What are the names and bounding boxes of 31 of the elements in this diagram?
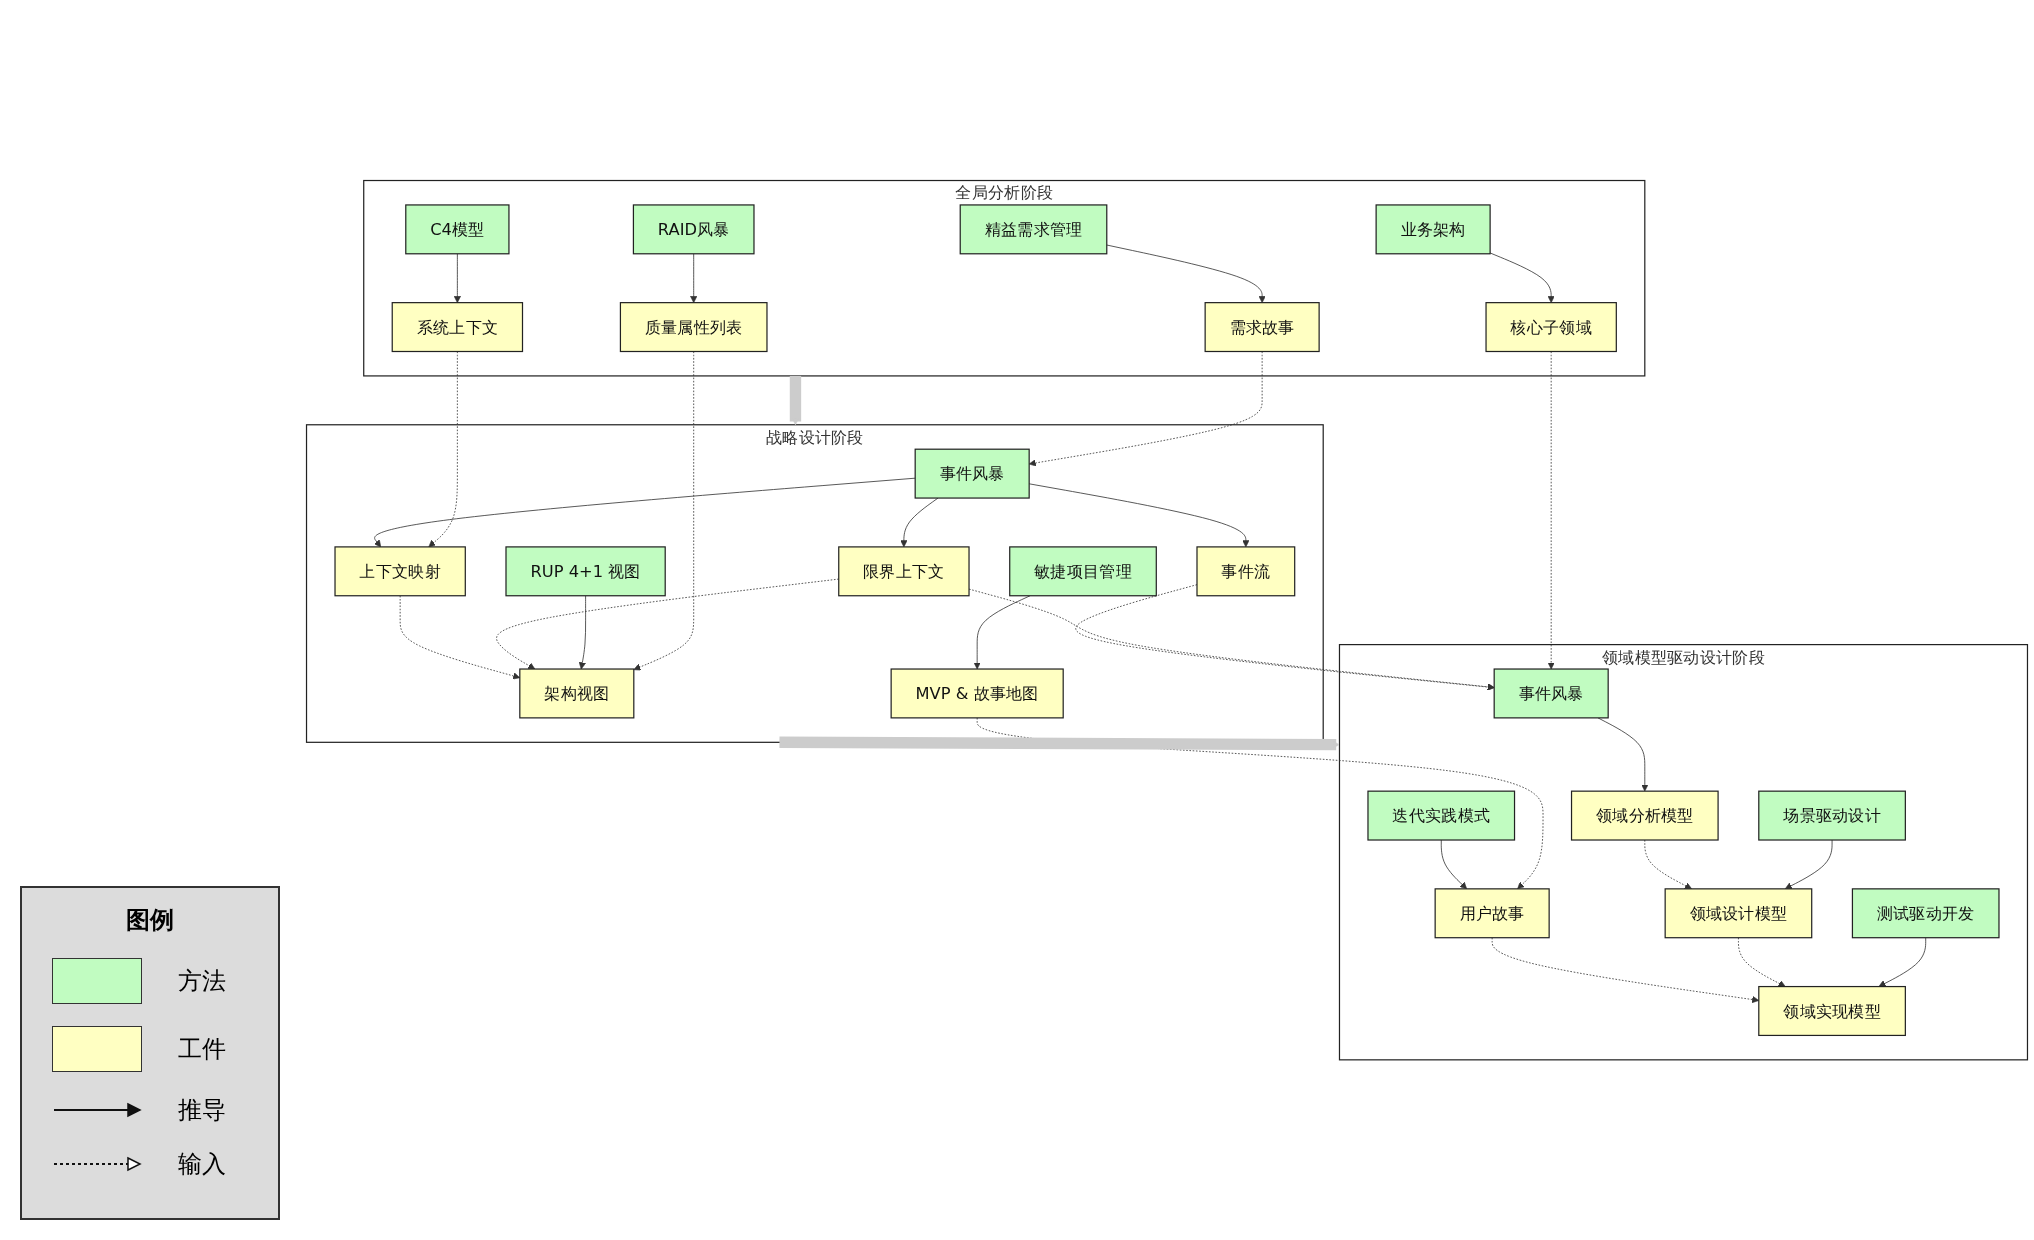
- arrow: [779, 736, 1340, 751]
- node-box: 质量属性列表: [619, 301, 768, 352]
- legend-label: 工件: [178, 1034, 226, 1065]
- node-box: 需求故事: [1204, 301, 1320, 352]
- legend-label: 输入: [178, 1149, 226, 1180]
- node-box: 迭代实践模式: [1367, 790, 1516, 841]
- node-box: 敏捷项目管理: [1009, 546, 1157, 597]
- node-box: 业务架构: [1375, 204, 1491, 255]
- node-box: RAID风暴: [632, 204, 755, 255]
- node-box: 限界上下文: [838, 546, 970, 597]
- node-box: C4模型: [405, 204, 510, 255]
- node-box: 领域实现模型: [1758, 985, 1906, 1036]
- legend-label: 推导: [178, 1095, 226, 1126]
- node-box: 用户故事: [1434, 888, 1550, 939]
- node-box: 测试驱动开发: [1851, 888, 2000, 939]
- arrow: [789, 374, 802, 425]
- legend-label: 方法: [178, 966, 226, 997]
- node-box: 领域分析模型: [1570, 790, 1719, 841]
- node-box: 事件风暴: [914, 448, 1030, 499]
- node-box: 领域设计模型: [1664, 888, 1813, 939]
- node-box: 事件风暴: [1493, 668, 1609, 719]
- node-box: MVP & 故事地图: [890, 668, 1064, 719]
- node-box: RUP 4+1 视图: [505, 546, 666, 597]
- node-box: 事件流: [1196, 546, 1296, 597]
- node-box: 精益需求管理: [959, 204, 1108, 255]
- node-box: 系统上下文: [391, 301, 524, 352]
- legend-title: 图例: [125, 905, 175, 936]
- node-box: 场景驱动设计: [1758, 790, 1906, 841]
- node-box: 核心子领域: [1485, 301, 1617, 352]
- node-box: 架构视图: [519, 668, 635, 719]
- node-box: 上下文映射: [334, 546, 466, 597]
